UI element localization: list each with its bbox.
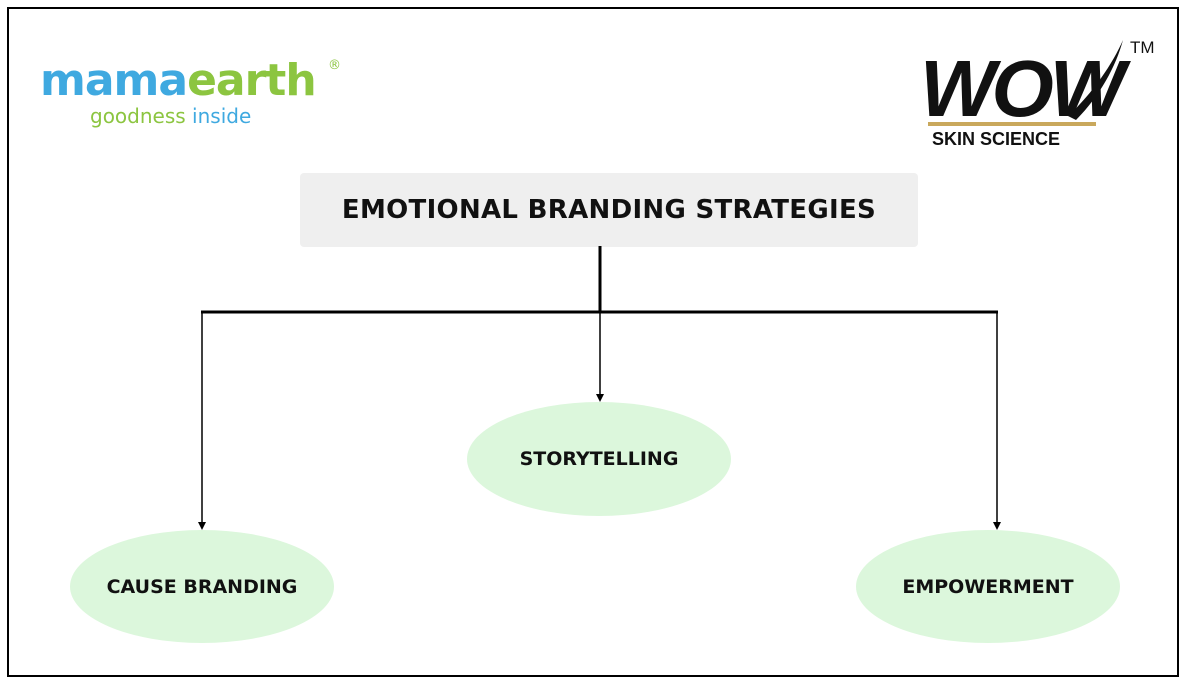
- wow-word: WOW: [920, 44, 1132, 130]
- mamaearth-word-part-b: earth: [187, 55, 317, 106]
- wow-subtitle: SKIN SCIENCE: [932, 129, 1061, 149]
- wow-trademark: TM: [1130, 38, 1155, 57]
- node-cause-branding: CAUSE BRANDING: [70, 530, 334, 643]
- wow-gold-bar: [928, 122, 1096, 126]
- node-storytelling: STORYTELLING: [467, 402, 731, 516]
- wow-wordmark: WOW: [920, 40, 1136, 130]
- diagram-title: EMOTIONAL BRANDING STRATEGIES: [341, 195, 877, 225]
- node-label-storytelling: STORYTELLING: [519, 448, 679, 470]
- node-empowerment: EMPOWERMENT: [856, 530, 1120, 643]
- mamaearth-tagline: goodness inside: [90, 104, 251, 128]
- wow-swoosh-icon: [1068, 40, 1123, 120]
- node-label-cause-branding: CAUSE BRANDING: [106, 575, 298, 598]
- tagline-part-a: goodness: [90, 104, 186, 128]
- registered-mark: ®: [328, 58, 341, 73]
- wow-logo: WOW TM SKIN SCIENCE: [918, 38, 1168, 158]
- mamaearth-wordmark: mamaearth: [40, 55, 317, 106]
- mamaearth-logo: mamaearth ® goodness inside: [40, 55, 341, 136]
- tagline-part-b: inside: [185, 104, 252, 128]
- diagram-title-box: EMOTIONAL BRANDING STRATEGIES: [300, 173, 918, 247]
- mamaearth-word-part-a: mama: [40, 55, 188, 106]
- node-label-empowerment: EMPOWERMENT: [902, 575, 1074, 598]
